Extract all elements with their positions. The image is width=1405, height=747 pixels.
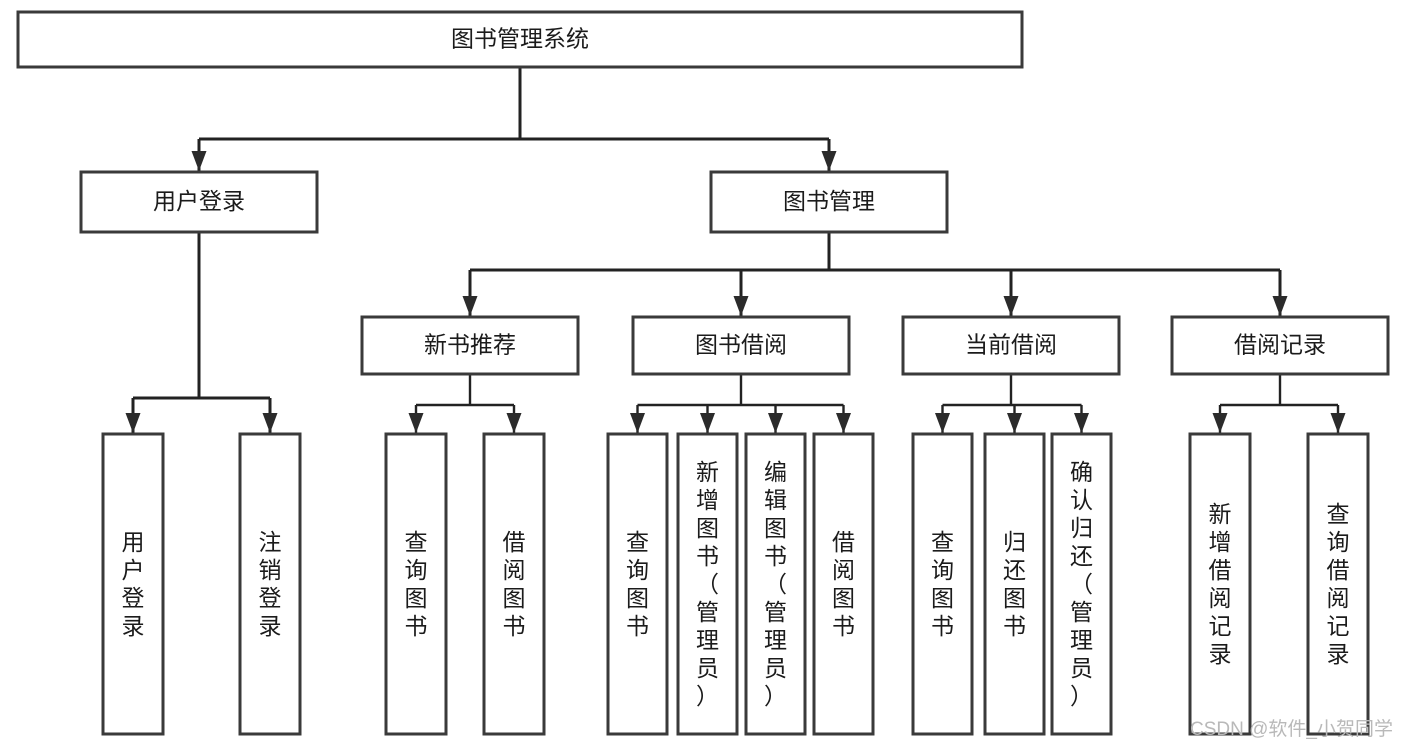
node-label-borrow-borrow-book: 借阅图书: [832, 529, 855, 639]
node-box-recommend-query-book: [384, 432, 448, 736]
node-current-borrow[interactable]: 当前借阅: [901, 315, 1121, 376]
node-borrow-records[interactable]: 借阅记录: [1170, 315, 1390, 376]
node-label-book-borrow: 图书借阅: [695, 332, 787, 358]
arrow-head: [821, 151, 837, 171]
node-label-current-query-book: 查询图书: [931, 529, 954, 639]
arrow-head: [462, 296, 478, 316]
arrow-head: [1074, 413, 1089, 433]
node-book-borrow[interactable]: 图书借阅: [631, 315, 851, 376]
node-label-book-management: 图书管理: [783, 188, 875, 214]
node-label-borrow-query-book: 查询图书: [626, 529, 649, 639]
node-box-book-management: [709, 170, 949, 234]
arrow-head: [506, 413, 522, 433]
node-box-borrow-borrow-book: [812, 432, 875, 736]
node-borrow-add-book-admin[interactable]: 新增图书（管理员）: [676, 432, 739, 736]
node-label-borrow-records: 借阅记录: [1234, 332, 1326, 358]
node-box-recommend-borrow-book: [482, 432, 546, 736]
node-box-current-borrow: [901, 315, 1121, 376]
node-box-book-borrow: [631, 315, 851, 376]
node-label-current-return-book: 归还图书: [1003, 529, 1026, 639]
node-borrow-query-book[interactable]: 查询图书: [606, 432, 669, 736]
node-label-user-logout-action: 注销登录: [259, 529, 282, 639]
node-box-records-add-record: [1188, 432, 1252, 736]
node-box-current-return-book: [983, 432, 1046, 736]
node-box-user-login: [79, 170, 319, 234]
arrow-head: [1212, 413, 1228, 433]
node-label-recommend-query-book: 查询图书: [405, 529, 428, 639]
arrow-head: [262, 413, 278, 433]
arrow-head: [1003, 296, 1019, 316]
node-records-query-record[interactable]: 查询借阅记录: [1306, 432, 1370, 736]
node-box-borrow-add-book-admin: [676, 432, 739, 736]
node-user-login[interactable]: 用户登录: [79, 170, 319, 234]
node-label-current-confirm-return-admin: 确认归还（管理员）: [1070, 459, 1093, 709]
arrow-head: [700, 413, 715, 433]
node-box-current-query-book: [911, 432, 974, 736]
arrow-head: [1330, 413, 1346, 433]
node-box-borrow-query-book: [606, 432, 669, 736]
arrow-head: [408, 413, 424, 433]
node-recommend-borrow-book[interactable]: 借阅图书: [482, 432, 546, 736]
node-box-records-query-record: [1306, 432, 1370, 736]
arrow-head: [733, 296, 749, 316]
arrow-head: [125, 413, 141, 433]
node-box-current-confirm-return-admin: [1050, 432, 1113, 736]
node-box-borrow-edit-book-admin: [744, 432, 807, 736]
arrow-head: [630, 413, 645, 433]
node-label-user-login: 用户登录: [153, 188, 245, 214]
node-root[interactable]: 图书管理系统: [16, 10, 1024, 69]
node-label-new-book-recommend: 新书推荐: [424, 332, 516, 358]
arrow-head: [935, 413, 950, 433]
arrow-head: [1007, 413, 1022, 433]
node-layer: 图书管理系统用户登录图书管理用户登录注销登录新书推荐查询图书借阅图书图书借阅查询…: [16, 10, 1390, 736]
connector-layer: [125, 67, 1346, 433]
node-user-login-action[interactable]: 用户登录: [101, 432, 165, 736]
node-current-confirm-return-admin[interactable]: 确认归还（管理员）: [1050, 432, 1113, 736]
node-book-management[interactable]: 图书管理: [709, 170, 949, 234]
node-box-root: [16, 10, 1024, 69]
arrow-head: [1272, 296, 1288, 316]
node-box-new-book-recommend: [360, 315, 580, 376]
node-label-root: 图书管理系统: [451, 26, 589, 52]
node-current-return-book[interactable]: 归还图书: [983, 432, 1046, 736]
node-box-user-logout-action: [238, 432, 302, 736]
node-label-records-query-record: 查询借阅记录: [1327, 501, 1350, 667]
node-records-add-record[interactable]: 新增借阅记录: [1188, 432, 1252, 736]
node-label-borrow-edit-book-admin: 编辑图书（管理员）: [764, 459, 787, 709]
node-label-recommend-borrow-book: 借阅图书: [503, 529, 526, 639]
node-label-records-add-record: 新增借阅记录: [1209, 501, 1232, 667]
arrow-head: [768, 413, 783, 433]
node-box-borrow-records: [1170, 315, 1390, 376]
node-box-user-login-action: [101, 432, 165, 736]
node-borrow-edit-book-admin[interactable]: 编辑图书（管理员）: [744, 432, 807, 736]
arrow-head: [191, 151, 207, 171]
watermark-text: CSDN @软件_小贺同学: [1190, 719, 1393, 740]
node-recommend-query-book[interactable]: 查询图书: [384, 432, 448, 736]
node-current-query-book[interactable]: 查询图书: [911, 432, 974, 736]
node-user-logout-action[interactable]: 注销登录: [238, 432, 302, 736]
node-label-current-borrow: 当前借阅: [965, 332, 1057, 358]
node-label-user-login-action: 用户登录: [122, 529, 145, 639]
node-label-borrow-add-book-admin: 新增图书（管理员）: [696, 459, 719, 709]
arrow-head: [836, 413, 851, 433]
node-new-book-recommend[interactable]: 新书推荐: [360, 315, 580, 376]
node-borrow-borrow-book[interactable]: 借阅图书: [812, 432, 875, 736]
